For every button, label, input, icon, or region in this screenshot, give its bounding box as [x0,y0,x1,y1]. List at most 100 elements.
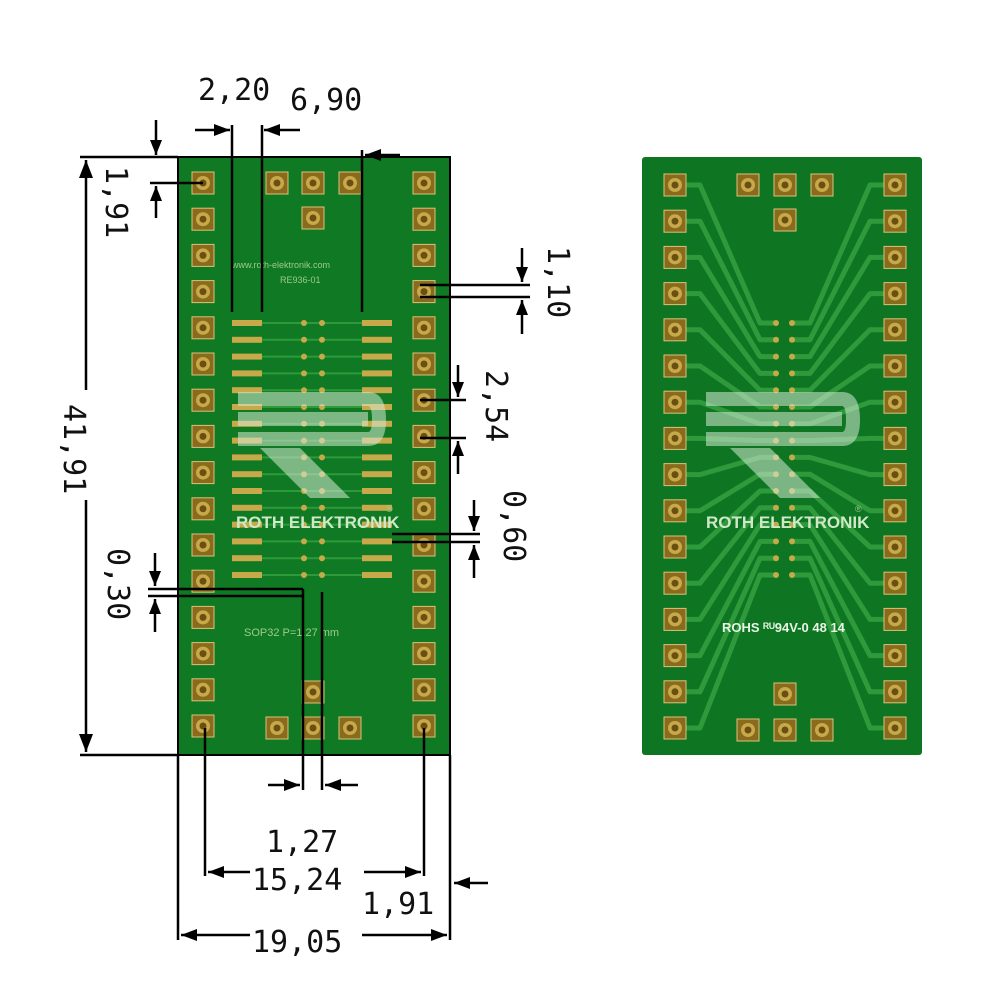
pad-right [412,533,436,557]
back-traces [672,182,898,731]
label-2-20: 2,20 [198,73,270,108]
pad-left [663,680,687,704]
pad-right [883,463,907,487]
pad-right [883,318,907,342]
pad-left [663,571,687,595]
pad-left [663,463,687,487]
smd-pad-left [232,521,262,528]
trace [672,327,779,393]
trace [789,538,898,659]
pad-left [663,716,687,740]
pad-center [301,716,325,740]
trace [789,254,898,360]
back-brand-text: ROTH ELEKTRONIK [706,513,870,532]
pad-left [663,282,687,306]
back-pads [663,173,907,742]
tht-pads [191,171,436,740]
smd-pad-left [232,572,262,578]
pad-left [191,352,215,376]
pad-center [301,171,325,195]
smd-pad-right [362,488,392,494]
via [319,320,325,326]
back-board: ROTH ELEKTRONIK ® ROHS ᴿᵁ94V-0 48 14 [642,157,922,755]
via [789,353,795,360]
via [789,572,795,578]
pad-right [412,171,436,195]
pad-left [191,605,215,629]
smd-pad-right [362,555,392,562]
trace [789,555,898,695]
smd-pad-left [232,555,262,562]
smd-pad-right [362,538,392,545]
trace [672,291,779,376]
via [773,521,779,528]
registered-mark: ® [386,504,393,514]
smd-pad-left [232,471,262,478]
pad-left [663,644,687,668]
smd-pad-right [362,353,392,360]
pad-left [663,426,687,450]
trace [789,505,898,586]
smd-pad-left [232,320,262,326]
smd-pad-right [362,471,392,478]
pad-right [412,207,436,231]
pad-right [883,354,907,378]
via [301,370,307,377]
trace [672,555,779,695]
trace [789,327,898,393]
pad-right [883,390,907,414]
smd-pad-left [232,488,262,494]
via [319,454,325,461]
label-1-91-bottom: 1,91 [362,887,434,922]
board-url-text: www.roth-elektronik.com [231,260,330,270]
smd-pad-right [362,454,392,461]
via [319,538,325,545]
via [319,572,325,578]
via [301,336,307,343]
pad-left [191,243,215,267]
pad-right [883,644,907,668]
via [301,387,307,394]
pad-left [663,245,687,269]
pad-center [338,171,362,195]
smd-pad-right [362,572,392,578]
via [789,454,795,461]
via [789,521,795,528]
pad-right [412,714,436,738]
pad-center [265,171,289,195]
pad-center [736,173,760,197]
pad-right [883,680,907,704]
via [301,555,307,562]
via [773,336,779,343]
trace [672,363,779,410]
label-15-24: 15,24 [252,863,342,898]
pad-left [191,424,215,448]
smd-pad-left [232,353,262,360]
label-0-60: 0,60 [496,490,531,562]
smd-pad-left [232,504,262,511]
via [773,572,779,578]
pad-left [191,714,215,738]
pad-right [412,497,436,521]
via [319,504,325,511]
via [319,555,325,562]
pad-right [883,245,907,269]
via [789,320,795,326]
via [773,387,779,394]
roth-logo [238,392,386,498]
pad-right [883,173,907,197]
pad-left [191,569,215,593]
via [773,504,779,511]
pad-left [191,316,215,340]
via [301,353,307,360]
pad-right [412,569,436,593]
smd-pad-right [362,387,392,394]
via [319,521,325,528]
pad-right [412,678,436,702]
trace [789,522,898,622]
smd-pad-right [362,320,392,326]
pad-left [663,499,687,523]
smd-pad-left [232,370,262,377]
via [773,353,779,360]
via [319,353,325,360]
